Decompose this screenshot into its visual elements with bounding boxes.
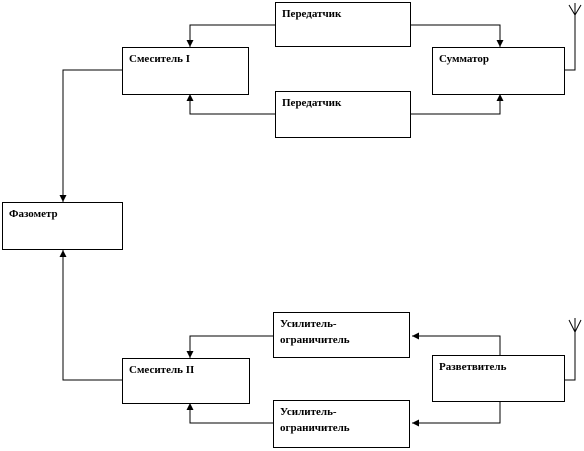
amplifier-limiter-2-label-line1: Усилитель- (280, 406, 337, 418)
line-tx1-combiner (410, 24, 504, 47)
line-tx2-combiner (410, 94, 504, 115)
mixer-2-block: Смеситель II (122, 358, 250, 404)
line-splitter-amp2 (412, 402, 501, 427)
transmitter-2-label: Передатчик (282, 97, 342, 109)
line-antenna-splitter (565, 330, 576, 381)
line-mixer2-phasemeter (59, 250, 122, 381)
amplifier-limiter-2-label-line2: ограничитель (280, 422, 350, 434)
phasemeter-block: Фазометр (2, 202, 123, 250)
transmitter-1-block: Передатчик (275, 2, 411, 47)
tx-antenna-icon (568, 3, 582, 16)
mixer-1-block: Смеситель I (122, 47, 249, 95)
splitter-block: Разветвитель (432, 355, 565, 402)
transmitter-2-block: Передатчик (275, 91, 411, 138)
line-tx1-mixer1 (186, 24, 275, 47)
rx-antenna-icon (568, 318, 582, 333)
amplifier-limiter-1-block: Усилитель- ограничитель (273, 312, 410, 358)
line-splitter-amp1 (412, 332, 501, 355)
line-mixer1-phasemeter (59, 69, 122, 202)
line-amp1-mixer2 (186, 335, 273, 358)
mixer-2-label: Смеситель II (129, 364, 195, 376)
amplifier-limiter-1-label-line2: ограничитель (280, 334, 350, 346)
combiner-label: Сумматор (439, 53, 490, 65)
mixer-1-label: Смеситель I (129, 53, 190, 65)
transmitter-1-label: Передатчик (282, 8, 342, 20)
amplifier-limiter-2-block: Усилитель- ограничитель (273, 400, 410, 448)
splitter-label: Разветвитель (439, 361, 507, 373)
line-amp2-mixer2 (186, 403, 273, 424)
amplifier-limiter-1-label-line1: Усилитель- (280, 318, 337, 330)
combiner-block: Сумматор (432, 47, 565, 95)
line-tx2-mixer1 (186, 94, 275, 115)
phasemeter-label: Фазометр (9, 208, 58, 220)
line-combiner-antenna (565, 15, 576, 71)
